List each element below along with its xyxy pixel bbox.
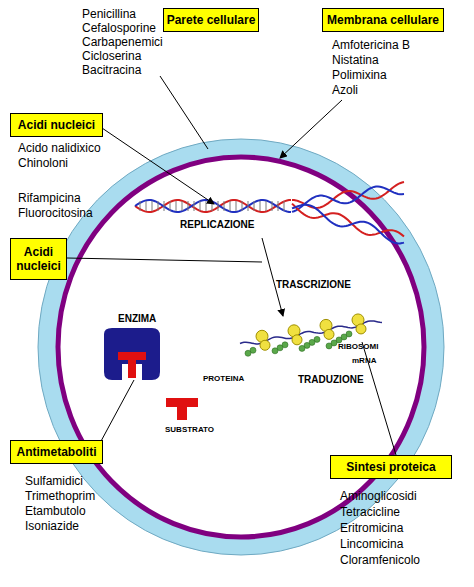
base-pair [242,201,243,211]
category-title: Sintesi proteica [346,460,435,474]
drug-name: Lincomicina [340,538,403,552]
base-pair [170,201,171,211]
drug-name: Azoli [332,84,358,98]
dna-strand [292,205,404,244]
ribosome-subunit [260,340,270,350]
base-pair [260,201,261,211]
protein-bead [326,343,332,349]
dna-strand [292,182,404,208]
base-pair [188,201,189,211]
category-title: Antimetaboliti [17,445,97,459]
base-pair [266,201,267,211]
cell-wall [38,139,444,555]
base-pair [206,201,207,211]
enzyme-shape [104,328,160,380]
category-box: Sintesi proteica [330,455,452,479]
base-pair [164,201,165,211]
drug-name: Fluorocitosina [18,207,93,221]
drug-name: Carbapenemici [82,36,163,50]
leader-line [102,128,214,204]
structure-label: ENZIMA [118,313,156,325]
category-box: Parete cellulare [163,8,259,32]
category-title: Parete cellulare [167,13,256,27]
drug-name: Etambutolo [25,505,86,519]
drug-name: Penicillina [82,8,136,22]
leader-line [160,76,208,149]
bound-substrate [118,352,146,378]
category-title: Acidi nucleici [12,245,65,273]
base-pair [254,201,255,211]
category-title: Acidi nucleici [18,118,95,132]
base-pair [152,201,153,211]
dna-strand [292,187,404,212]
base-pair [224,201,225,211]
category-box: Membrana cellulare [322,8,444,32]
base-pair [140,201,141,211]
drug-name: Cloramfenicolo [340,554,420,568]
drug-name: Tetracicline [340,506,400,520]
category-title: Membrana cellulare [327,13,439,27]
drug-name: Cefalosporine [82,22,156,36]
base-pair [230,201,231,211]
ribosome-subunit [292,335,302,345]
dna-strand [292,204,404,237]
category-box: Antimetaboliti [10,440,103,464]
ribosome-subunit [324,329,334,339]
structure-label: SUBSTRATO [165,425,214,434]
drug-name: Eritromicina [340,522,403,536]
base-pair [176,201,177,211]
drug-name: Amfotericina B [332,39,410,53]
drug-name: Nistatina [332,54,379,68]
base-pair [218,201,219,211]
drug-name: Isoniazide [25,520,79,534]
drug-name: Sulfamidici [25,475,83,489]
category-box: Acidi nucleici [10,113,103,137]
dna-strand [135,200,291,212]
base-pair [248,201,249,211]
base-pair [158,201,159,211]
base-pair [182,201,183,211]
drug-name: Cicloserina [82,50,141,64]
structure-label: mRNA [352,356,376,365]
structure-label: TRADUZIONE [298,374,364,386]
drug-name: Polimixina [332,69,387,83]
transcription-arrow [262,238,283,316]
structure-label: RIBOSOMI [338,342,378,351]
substrate-shape [166,398,198,420]
base-pair [194,201,195,211]
base-pair [278,201,279,211]
dna-helix [135,182,404,243]
drug-name: Bacitracina [82,64,141,78]
protein-bead [272,348,278,354]
structure-label: REPLICAZIONE [180,219,254,231]
structure-label: PROTEINA [203,374,244,383]
base-pair [146,201,147,211]
drug-name: Rifampicina [18,192,81,206]
dna-strand [135,200,291,212]
leader-line [67,258,262,262]
drug-name: Aminoglicosidi [340,490,417,504]
base-pair [272,201,273,211]
base-pair [284,201,285,211]
base-pair [236,201,237,211]
protein-bead [245,350,251,356]
leader-line [280,100,342,158]
drug-name: Trimethoprim [25,490,95,504]
protein-bead [299,345,305,351]
cell-membrane [58,157,424,537]
category-box: Acidi nucleici [10,238,67,280]
drug-name: Acido nalidixico [18,142,101,156]
base-pair [200,201,201,211]
leader-line [100,380,134,443]
ribosome-subunit [356,324,366,334]
drug-name: Chinoloni [18,157,68,171]
structure-label: TRASCRIZIONE [276,279,351,291]
